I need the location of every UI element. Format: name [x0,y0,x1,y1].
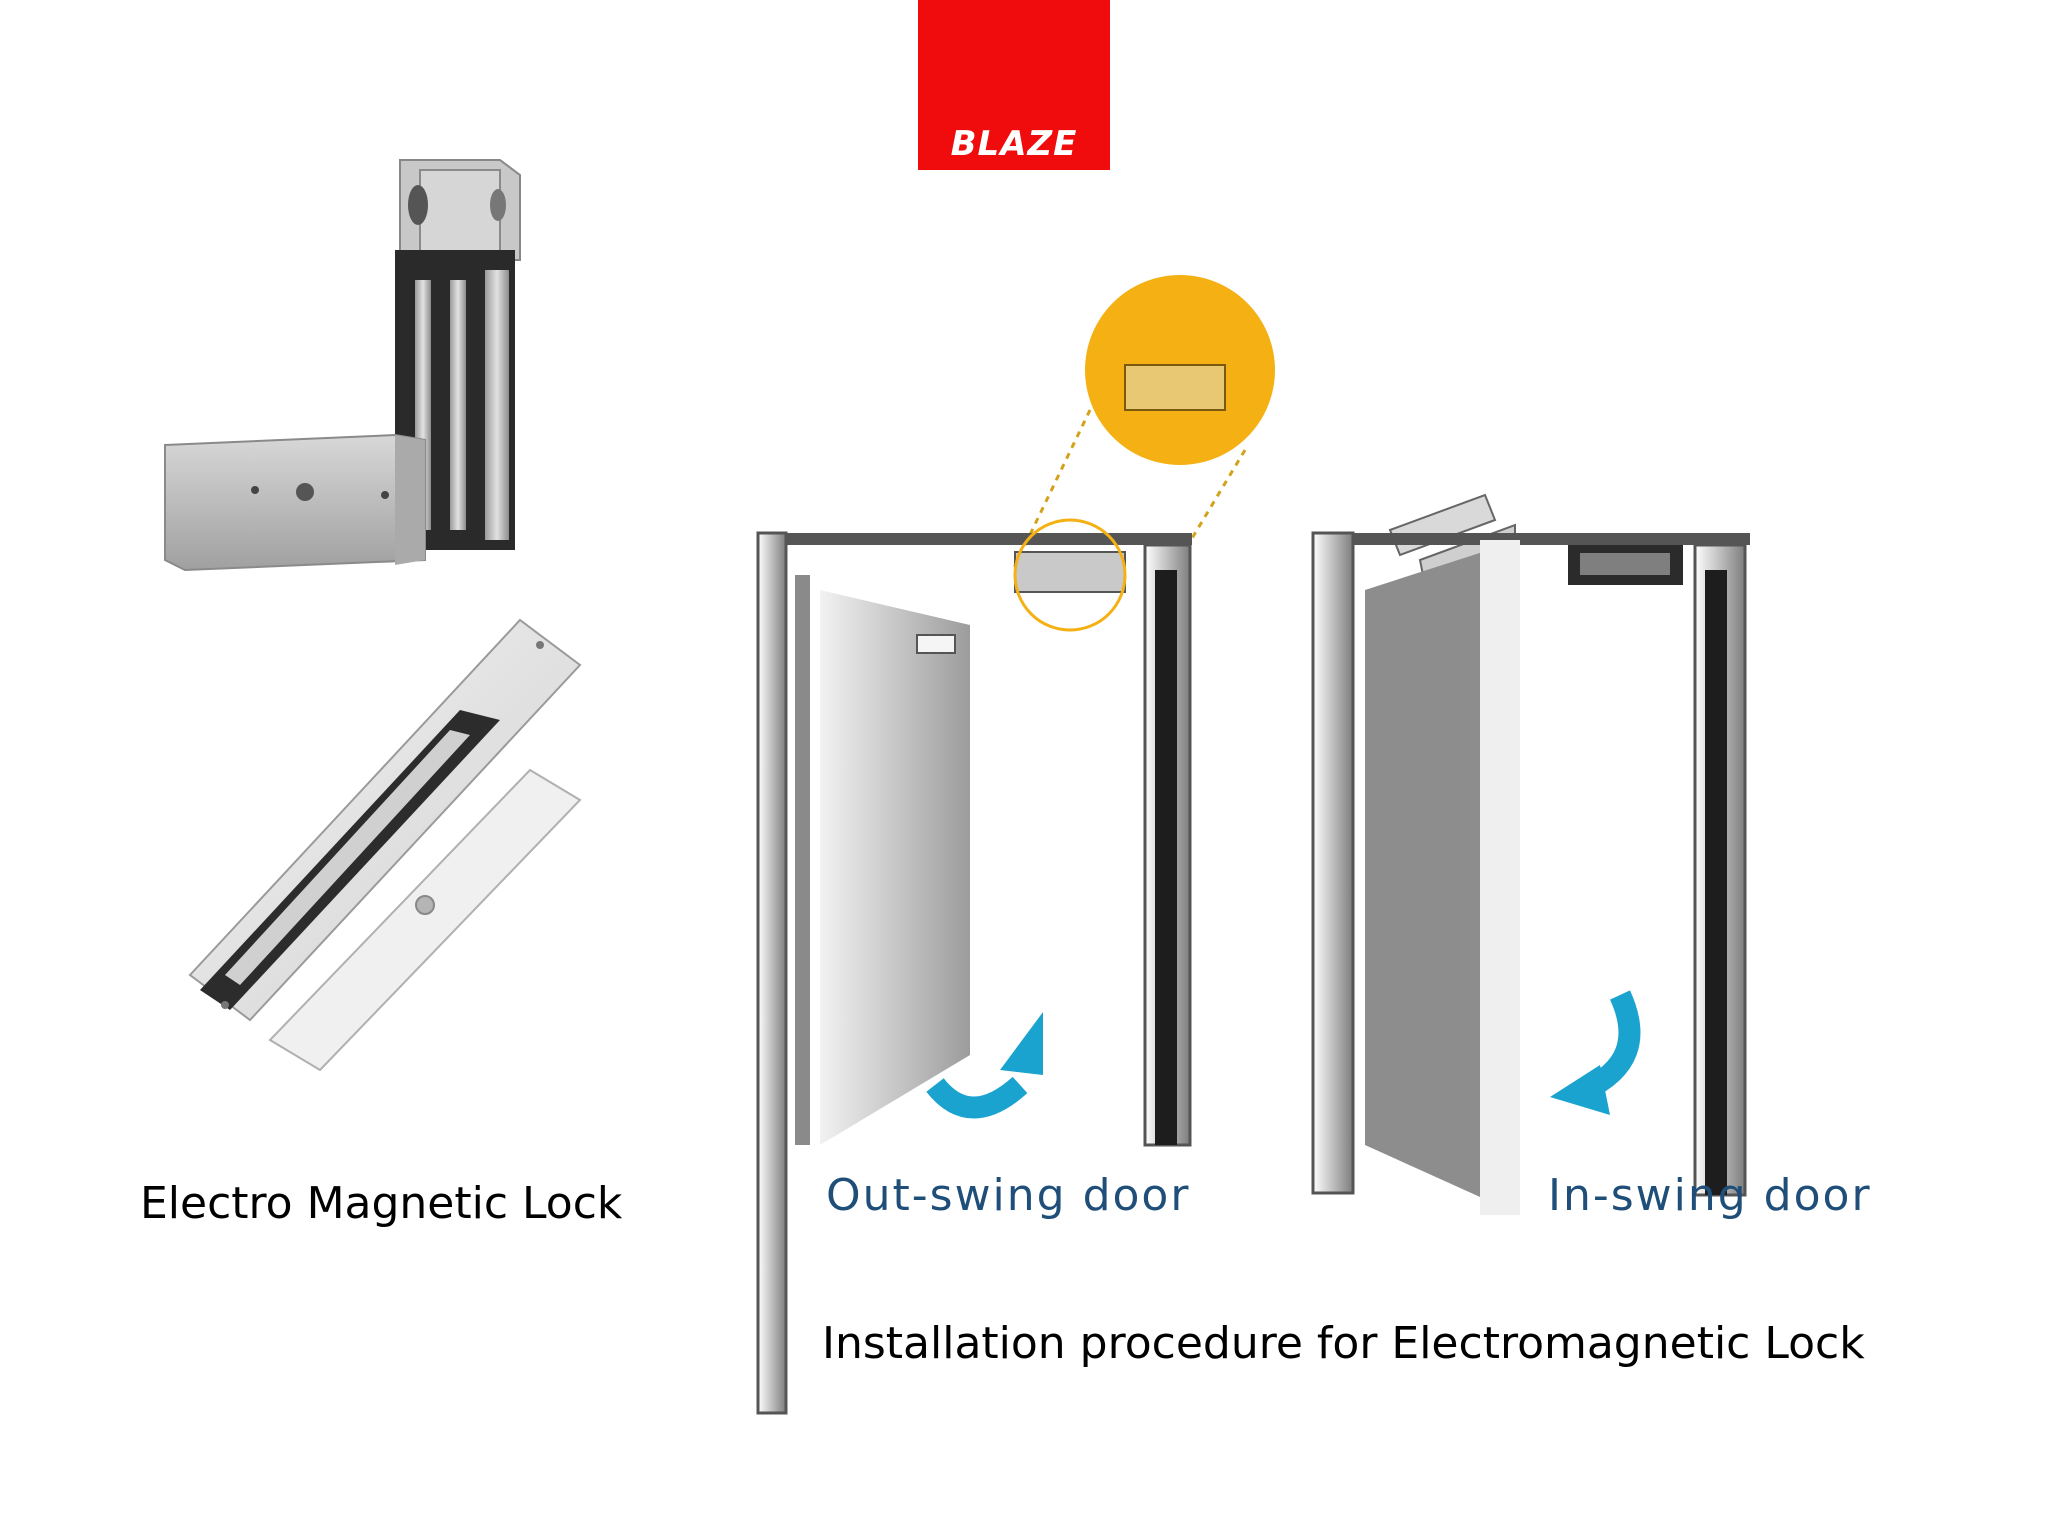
diagram-caption: Installation procedure for Electromagnet… [822,1318,1865,1369]
outswing-door-diagram [756,275,1275,1415]
blaze-logo: BLAZE [918,0,1110,170]
outswing-arrow [926,1076,1028,1119]
product-caption: Electro Magnetic Lock [140,1178,623,1229]
maglock-flat-image [188,618,582,1072]
maglock-upright-image [164,159,521,572]
logo-text: BLAZE [950,124,1078,164]
outswing-label: Out-swing door [826,1170,1191,1221]
inswing-label: In-swing door [1548,1170,1872,1221]
inswing-door-diagram [1311,493,1750,1215]
